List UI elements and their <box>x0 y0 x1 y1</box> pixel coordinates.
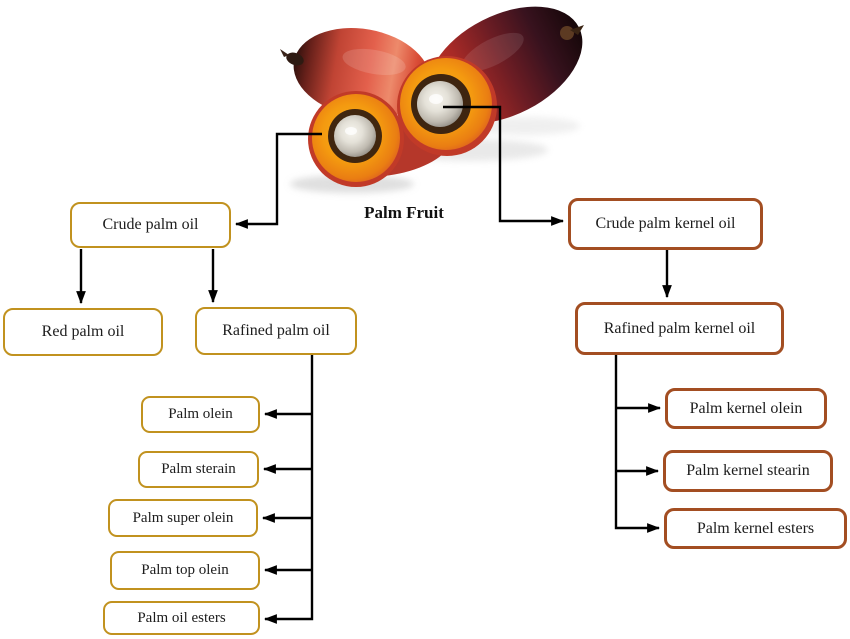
node-label: Rafined palm oil <box>222 322 330 340</box>
arrow-to-palm-kernel-esters <box>614 355 661 533</box>
node-palm-sterain: Palm sterain <box>138 451 259 488</box>
node-label: Red palm oil <box>41 323 125 341</box>
node-label: Palm kernel olein <box>689 399 803 417</box>
node-label: Rafined palm kernel oil <box>603 319 756 337</box>
arrow-fruit-to-crude-palm-kernel-oil <box>443 105 565 226</box>
fruit-stem-right <box>560 26 574 40</box>
node-palm-kernel-stearin: Palm kernel stearin <box>663 450 833 492</box>
node-label: Palm olein <box>168 406 233 423</box>
arrow-fruit-to-crude-palm-oil <box>234 132 322 229</box>
node-crude-palm-kernel-oil: Crude palm kernel oil <box>568 198 763 250</box>
connector-lines <box>76 105 672 624</box>
palm-fruit-caption: Palm Fruit <box>364 203 444 222</box>
node-label: Palm kernel stearin <box>686 462 810 480</box>
node-label: Palm sterain <box>161 461 236 478</box>
node-palm-super-olein: Palm super olein <box>108 499 258 537</box>
node-palm-kernel-olein: Palm kernel olein <box>665 388 827 429</box>
node-label: Crude palm oil <box>102 216 199 234</box>
node-palm-top-olein: Palm top olein <box>110 551 260 590</box>
whole-palm-fruit-left <box>293 28 431 118</box>
arrow-to-palm-oil-esters <box>263 355 314 624</box>
node-label: Palm super olein <box>132 509 234 526</box>
node-label: Palm top olein <box>141 562 229 579</box>
node-red-palm-oil: Red palm oil <box>3 308 163 356</box>
node-palm-olein: Palm olein <box>141 396 260 433</box>
node-label: Crude palm kernel oil <box>595 215 736 233</box>
node-rafined-palm-kernel-oil: Rafined palm kernel oil <box>575 302 784 355</box>
node-palm-kernel-esters: Palm kernel esters <box>664 508 847 549</box>
node-rafined-palm-oil: Rafined palm oil <box>195 307 357 355</box>
palm-fruit-photo <box>280 6 584 193</box>
cut-palm-fruit-right <box>397 56 497 156</box>
cut-palm-fruit-left <box>308 91 404 187</box>
node-palm-oil-esters: Palm oil esters <box>103 601 260 635</box>
node-label: Palm kernel esters <box>696 519 815 537</box>
node-crude-palm-oil: Crude palm oil <box>70 202 231 248</box>
node-label: Palm oil esters <box>137 609 226 626</box>
fruit-stem-twig-left <box>280 49 289 57</box>
fruit-stem-left <box>286 52 304 66</box>
fruit-stem-twig-right <box>570 25 584 35</box>
